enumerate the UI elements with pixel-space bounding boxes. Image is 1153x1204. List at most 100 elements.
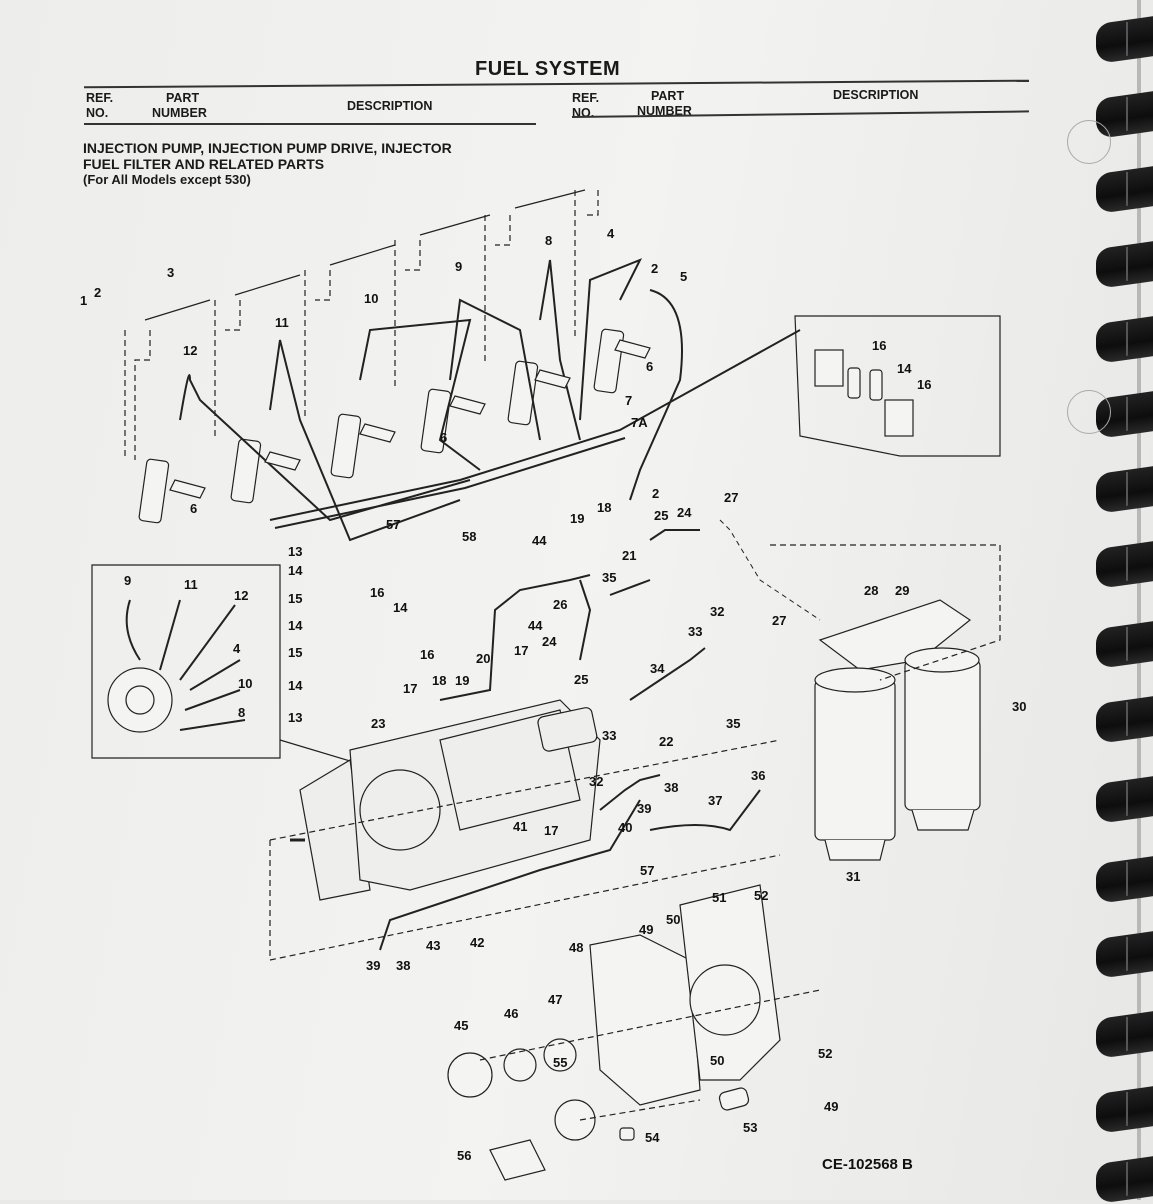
callout-41: 41 bbox=[513, 819, 527, 834]
callout-50: 50 bbox=[710, 1053, 724, 1068]
injector-leader-lines bbox=[124, 190, 599, 460]
drive-housing bbox=[447, 884, 781, 1181]
callout-29: 29 bbox=[895, 583, 909, 598]
callout-53: 53 bbox=[743, 1120, 757, 1135]
callout-7: 7 bbox=[625, 393, 632, 408]
callout-25: 25 bbox=[654, 508, 668, 523]
callout-20: 20 bbox=[476, 651, 490, 666]
injectors bbox=[138, 328, 625, 524]
col-description: DESCRIPTION bbox=[347, 99, 433, 113]
callout-16: 16 bbox=[420, 647, 434, 662]
callout-30: 30 bbox=[1012, 699, 1026, 714]
inset-callout-9: 9 bbox=[124, 573, 131, 588]
callout-42: 42 bbox=[470, 935, 484, 950]
callout-12: 12 bbox=[183, 343, 197, 358]
callout-16: 16 bbox=[917, 377, 931, 392]
callout-44: 44 bbox=[528, 618, 543, 633]
injector-sleeves-and-nuts bbox=[144, 189, 586, 321]
callout-13: 13 bbox=[288, 544, 302, 559]
section-heading: INJECTION PUMP, INJECTION PUMP DRIVE, IN… bbox=[83, 140, 452, 188]
callout-18: 18 bbox=[432, 673, 446, 688]
section-line-1: INJECTION PUMP, INJECTION PUMP DRIVE, IN… bbox=[83, 140, 452, 156]
callout-6: 6 bbox=[440, 430, 447, 445]
callout-38: 38 bbox=[396, 958, 410, 973]
callout-27: 27 bbox=[772, 613, 786, 628]
callout-49: 49 bbox=[639, 922, 653, 937]
inset-callout-8: 8 bbox=[238, 705, 245, 720]
col-ref-no: REF.NO. bbox=[86, 91, 114, 120]
callout-23: 23 bbox=[371, 716, 385, 731]
callout-57: 57 bbox=[386, 517, 400, 532]
callout-45: 45 bbox=[454, 1018, 468, 1033]
callout-15: 15 bbox=[288, 645, 302, 660]
callout-27: 27 bbox=[724, 490, 738, 505]
callout-36: 36 bbox=[751, 768, 765, 783]
inset-callout-4: 4 bbox=[233, 641, 241, 656]
inset-callout-10: 10 bbox=[238, 676, 252, 691]
callout-6: 6 bbox=[646, 359, 653, 374]
callout-25: 25 bbox=[574, 672, 588, 687]
callout-10: 10 bbox=[364, 291, 378, 306]
callout-26: 26 bbox=[553, 597, 567, 612]
callout-51: 51 bbox=[712, 890, 726, 905]
callout-43: 43 bbox=[426, 938, 440, 953]
callout-32: 32 bbox=[710, 604, 724, 619]
callout-16: 16 bbox=[872, 338, 886, 353]
callout-47: 47 bbox=[548, 992, 562, 1007]
callout-2: 2 bbox=[651, 261, 658, 276]
callout-39: 39 bbox=[637, 801, 651, 816]
clamp-inset-box bbox=[794, 315, 1001, 457]
callout-1: 1 bbox=[80, 293, 87, 308]
callout-55: 55 bbox=[553, 1055, 567, 1070]
col-description-right: DESCRIPTION bbox=[833, 88, 919, 102]
callout-16: 16 bbox=[370, 585, 384, 600]
drawing-code: CE-102568 B bbox=[822, 1156, 913, 1173]
drive-leader-box bbox=[269, 739, 781, 961]
callout-3: 3 bbox=[167, 265, 174, 280]
callout-22: 22 bbox=[659, 734, 673, 749]
fuel-filter-assembly bbox=[814, 599, 981, 861]
callout-40: 40 bbox=[618, 820, 632, 835]
callout-28: 28 bbox=[864, 583, 878, 598]
callout-9: 9 bbox=[455, 259, 462, 274]
callout-17: 17 bbox=[544, 823, 558, 838]
callout-57: 57 bbox=[640, 863, 654, 878]
callout-52: 52 bbox=[818, 1046, 832, 1061]
punch-hole bbox=[1067, 120, 1111, 164]
callout-17: 17 bbox=[403, 681, 417, 696]
callout-35: 35 bbox=[726, 716, 740, 731]
callout-14: 14 bbox=[288, 678, 303, 693]
callout-52: 52 bbox=[754, 888, 768, 903]
callout-46: 46 bbox=[504, 1006, 518, 1021]
inset-callout-12: 12 bbox=[234, 588, 248, 603]
callout-32: 32 bbox=[589, 774, 603, 789]
callout-6: 6 bbox=[190, 501, 197, 516]
callout-4: 4 bbox=[607, 226, 615, 241]
callout-34: 34 bbox=[650, 661, 665, 676]
callout-11: 11 bbox=[275, 315, 289, 330]
fuel-supply-lines bbox=[379, 519, 821, 951]
callout-15: 15 bbox=[288, 591, 302, 606]
callout-56: 56 bbox=[457, 1148, 471, 1163]
callout-24: 24 bbox=[542, 634, 557, 649]
callout-2: 2 bbox=[652, 486, 659, 501]
injector-fuel-lines bbox=[179, 258, 801, 542]
callout-8: 8 bbox=[545, 233, 552, 248]
callout-14: 14 bbox=[288, 563, 303, 578]
callout-5: 5 bbox=[680, 269, 687, 284]
punch-hole bbox=[1067, 390, 1111, 434]
callout-2: 2 bbox=[94, 285, 101, 300]
callout-39: 39 bbox=[366, 958, 380, 973]
callout-35: 35 bbox=[602, 570, 616, 585]
callout-33: 33 bbox=[688, 624, 702, 639]
callout-58: 58 bbox=[462, 529, 476, 544]
callout-17: 17 bbox=[514, 643, 528, 658]
callout-38: 38 bbox=[664, 780, 678, 795]
column-rule-left bbox=[84, 123, 536, 125]
callout-14: 14 bbox=[288, 618, 303, 633]
